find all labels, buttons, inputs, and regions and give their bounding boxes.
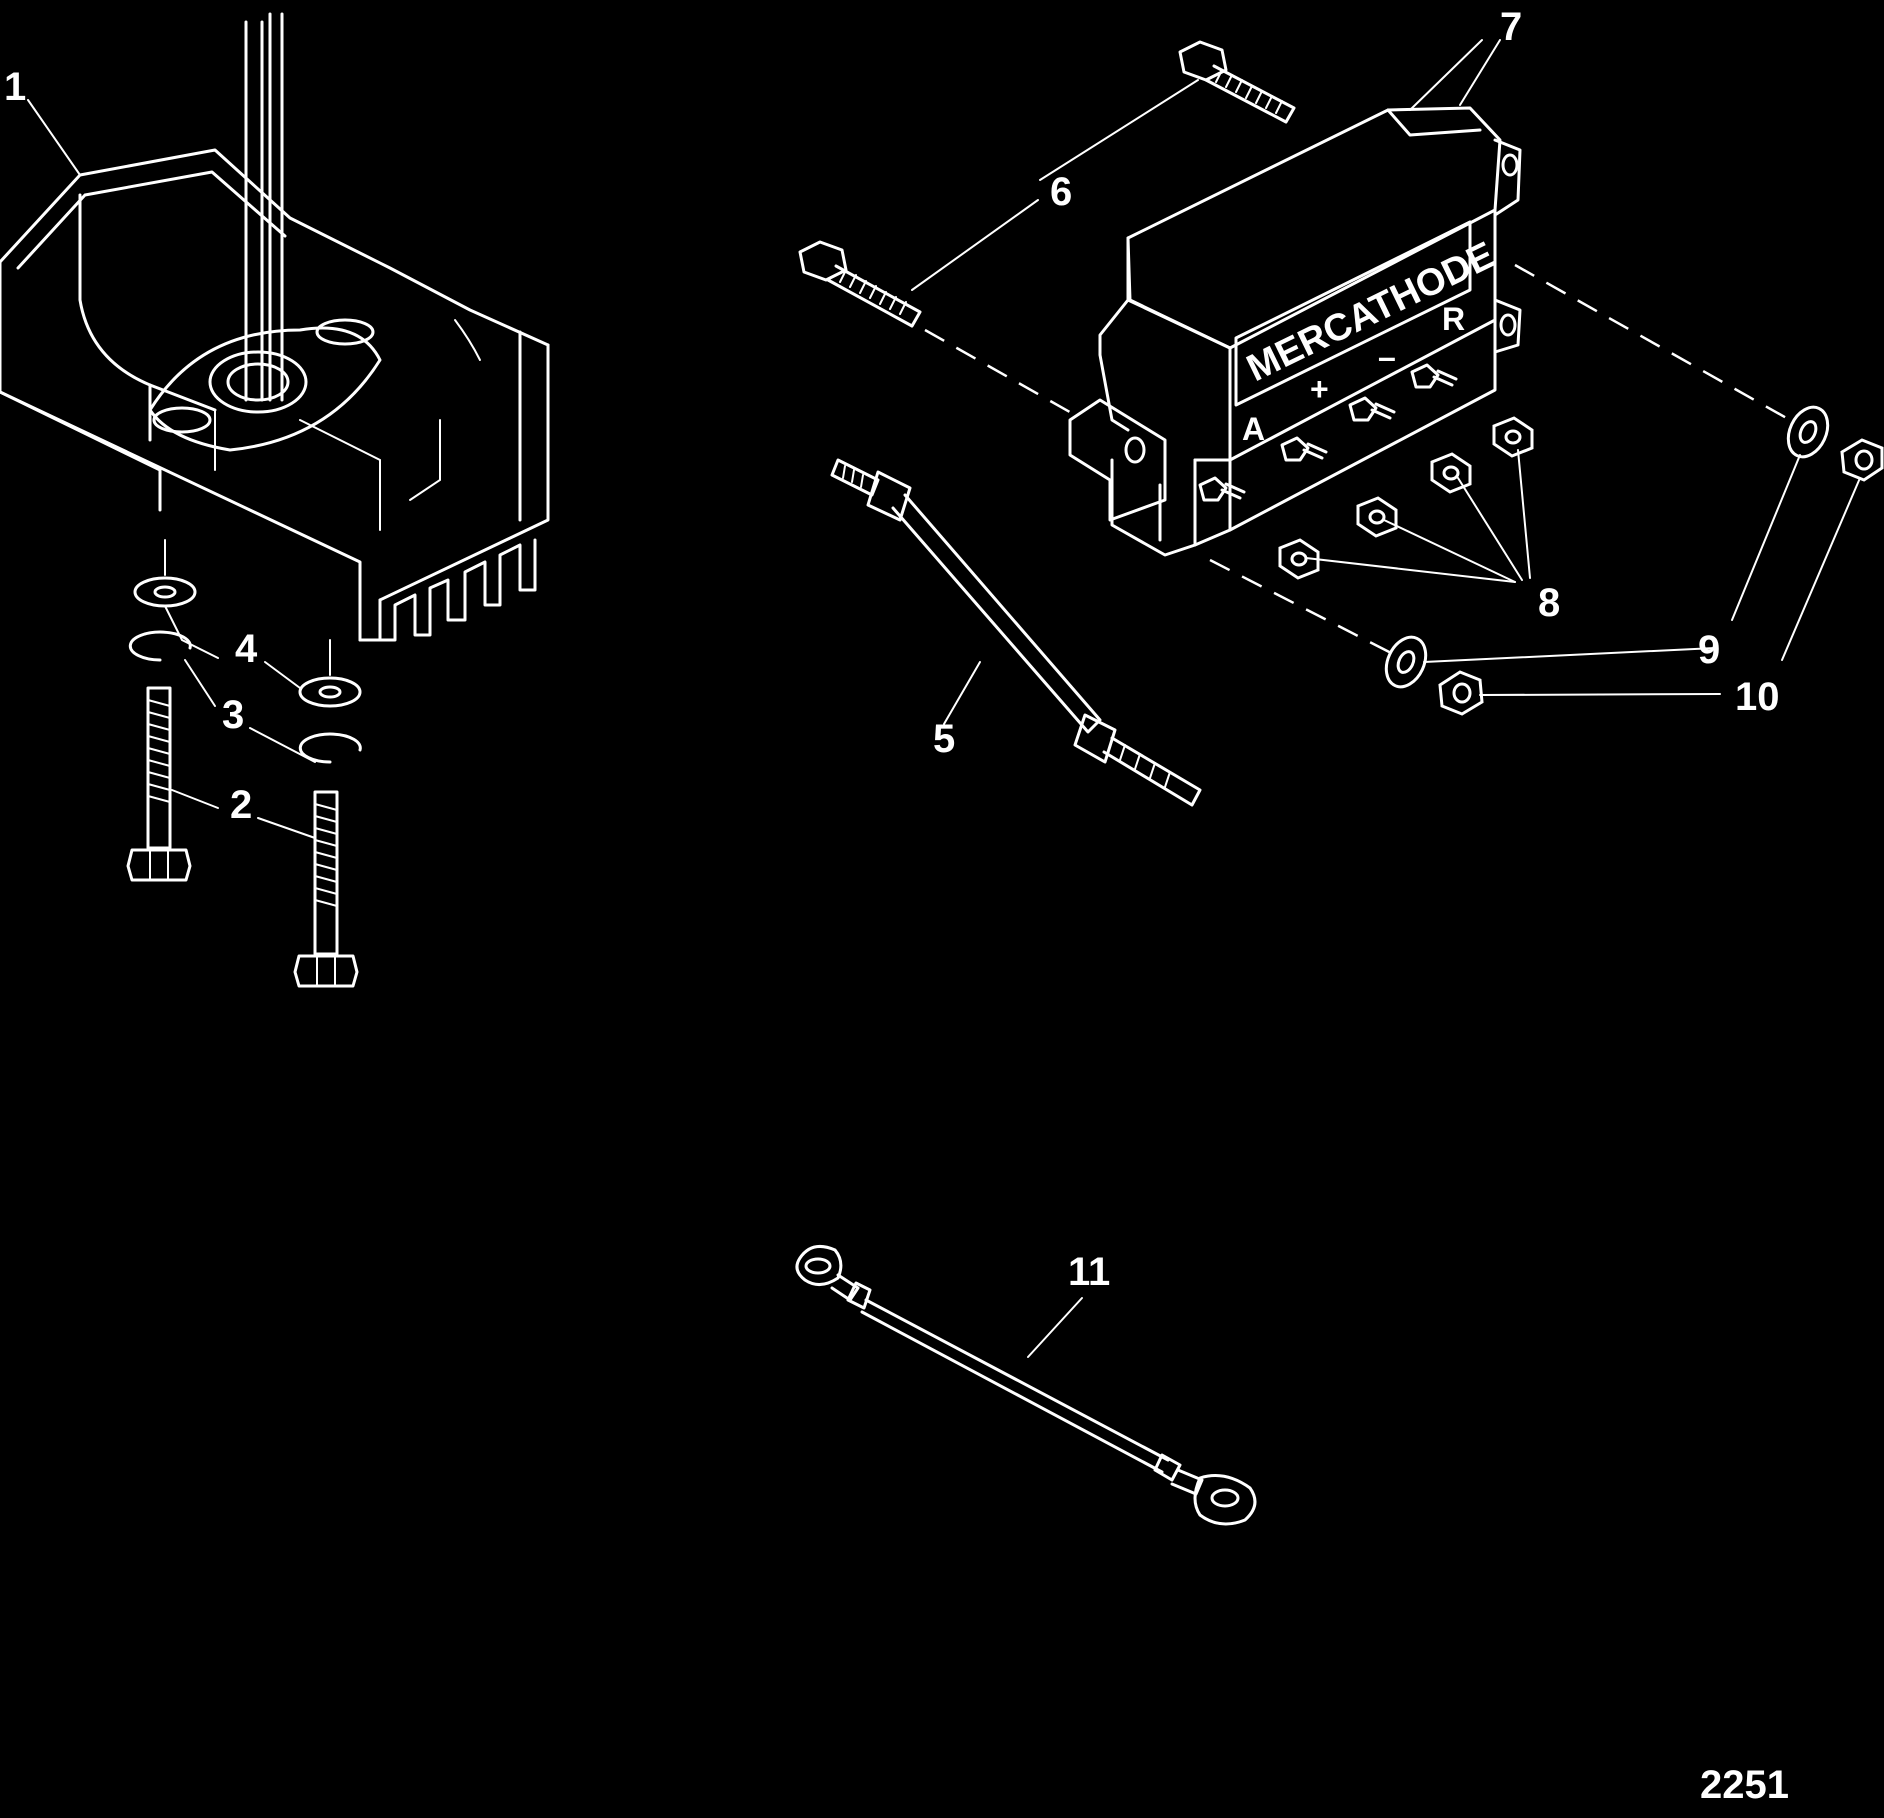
- terminal-a-label: A: [1242, 411, 1265, 447]
- part-8-nuts: [1278, 416, 1534, 580]
- part-3-lock-washers: [128, 630, 362, 764]
- callout-8: 8: [1538, 581, 1560, 625]
- part-7-mercathode-module: [1068, 106, 1522, 557]
- callout-11: 11: [1068, 1250, 1110, 1294]
- part-2-bolts: [126, 686, 359, 988]
- callout-1: 1: [4, 65, 26, 109]
- leader-lines: [27, 39, 1861, 1358]
- part-9-washers: [1384, 405, 1830, 689]
- part-10-locknuts: [1438, 438, 1884, 716]
- part-4-flat-washers: [133, 539, 362, 708]
- terminal-minus-label: –: [1378, 339, 1396, 375]
- callout-7: 7: [1500, 5, 1522, 49]
- callout-2: 2: [230, 783, 252, 827]
- callout-numbers: 1 2 3 4 5 6 7 8 9 10 11: [4, 5, 1780, 1294]
- callout-4: 4: [235, 627, 258, 671]
- callout-6: 6: [1050, 170, 1072, 214]
- terminal-r-label: R: [1442, 301, 1465, 337]
- assembly-dashed-lines: [924, 263, 1791, 657]
- callout-9: 9: [1698, 628, 1720, 672]
- part-5-stud: [830, 458, 1202, 807]
- part-11-ground-strap: [795, 1244, 1257, 1526]
- callout-5: 5: [933, 717, 955, 761]
- part-1-anode-housing: [0, 12, 550, 642]
- part-6-bolts: [798, 40, 1296, 328]
- callout-3: 3: [222, 693, 244, 737]
- figure-number: 2251: [1700, 1763, 1789, 1807]
- terminal-plus-label: +: [1310, 371, 1329, 407]
- callout-10: 10: [1735, 675, 1780, 719]
